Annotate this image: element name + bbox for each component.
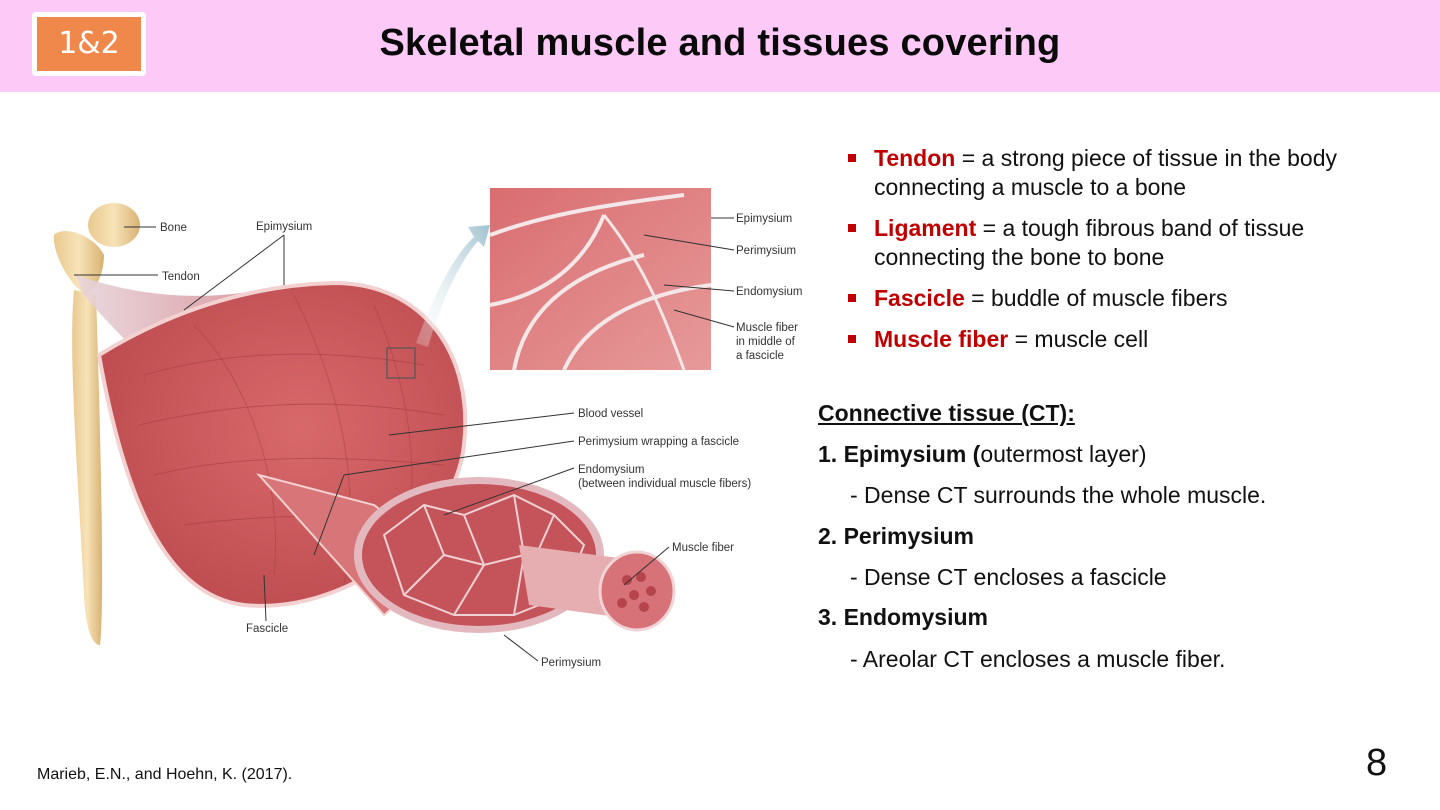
label-inset-epimysium: Epimysium: [736, 213, 792, 225]
slide-header: 1&2 Skeletal muscle and tissues covering: [0, 0, 1440, 92]
micrograph-inset: [489, 188, 712, 371]
bone-drawing: [53, 203, 140, 645]
label-inset-muscle-fiber-2: in middle of: [736, 336, 796, 348]
ct-item-epimysium: 1. Epimysium (outermost layer): [818, 441, 1147, 468]
definition-item: Fascicle = buddle of muscle fibers: [846, 284, 1406, 313]
ct-heading: Connective tissue (CT):: [818, 400, 1075, 426]
definition-item: Tendon = a strong piece of tissue in the…: [846, 144, 1406, 202]
definition-term: Fascicle: [874, 285, 965, 311]
bullet-square-icon: [848, 224, 856, 232]
section-badge: 1&2: [37, 17, 141, 71]
definition-term: Muscle fiber: [874, 326, 1009, 352]
ct-item-description: - Dense CT surrounds the whole muscle.: [850, 482, 1267, 508]
citation: Marieb, E.N., and Hoehn, K. (2017).: [37, 766, 293, 783]
bullet-square-icon: [848, 154, 856, 162]
label-inset-perimysium: Perimysium: [736, 245, 796, 257]
ct-item-description: - Areolar CT encloses a muscle fiber.: [850, 646, 1226, 672]
definition-text: = buddle of muscle fibers: [964, 285, 1228, 311]
ct-item-perimysium: 2. Perimysium: [818, 523, 974, 550]
label-endomysium: Endomysium: [578, 464, 644, 476]
label-tendon: Tendon: [162, 271, 200, 283]
ct-item-description: - Dense CT encloses a fascicle: [850, 564, 1167, 590]
label-fascicle: Fascicle: [246, 623, 288, 635]
ct-item-label: 2. Perimysium: [818, 523, 974, 549]
slide-title: Skeletal muscle and tissues covering: [379, 22, 1061, 64]
label-bone: Bone: [160, 222, 187, 234]
definition-term: Tendon: [874, 145, 956, 171]
definition-term: Ligament: [874, 215, 977, 241]
magnification-box: [386, 347, 416, 379]
label-inset-muscle-fiber-3: a fascicle: [736, 350, 784, 362]
ct-item-endomysium: 3. Endomysium: [818, 604, 988, 631]
definition-item: Muscle fiber = muscle cell: [846, 325, 1406, 354]
definition-item: Ligament = a tough fibrous band of tissu…: [846, 214, 1406, 272]
ct-item-label: 1. Epimysium (: [818, 441, 981, 467]
label-inset-endomysium: Endomysium: [736, 286, 802, 298]
definitions-list: Tendon = a strong piece of tissue in the…: [846, 144, 1406, 366]
label-endomysium-note: (between individual muscle fibers): [578, 478, 751, 490]
definition-text: = muscle cell: [1008, 326, 1149, 352]
ct-item-label: 3. Endomysium: [818, 604, 988, 630]
definition-text: = a strong piece of tissue in the body c…: [874, 145, 1337, 200]
label-perimysium: Perimysium: [541, 657, 601, 669]
label-blood-vessel: Blood vessel: [578, 408, 643, 420]
muscle-fiber-drawing: [519, 545, 676, 632]
muscle-structure-illustration: Bone Epimysium Tendon Epimysium Perimysi…: [53, 188, 802, 669]
page-number: 8: [1366, 742, 1388, 784]
label-inset-muscle-fiber-1: Muscle fiber: [736, 322, 798, 334]
ct-item-rest: outermost layer): [980, 441, 1147, 467]
magnification-arrow: [416, 225, 490, 347]
bullet-square-icon: [848, 335, 856, 343]
label-perimysium-wrapping: Perimysium wrapping a fascicle: [578, 436, 739, 448]
definition-text: = a tough fibrous band of tissue connect…: [874, 215, 1305, 270]
label-muscle-fiber: Muscle fiber: [672, 542, 734, 554]
bullet-square-icon: [848, 294, 856, 302]
label-epimysium: Epimysium: [256, 221, 312, 233]
